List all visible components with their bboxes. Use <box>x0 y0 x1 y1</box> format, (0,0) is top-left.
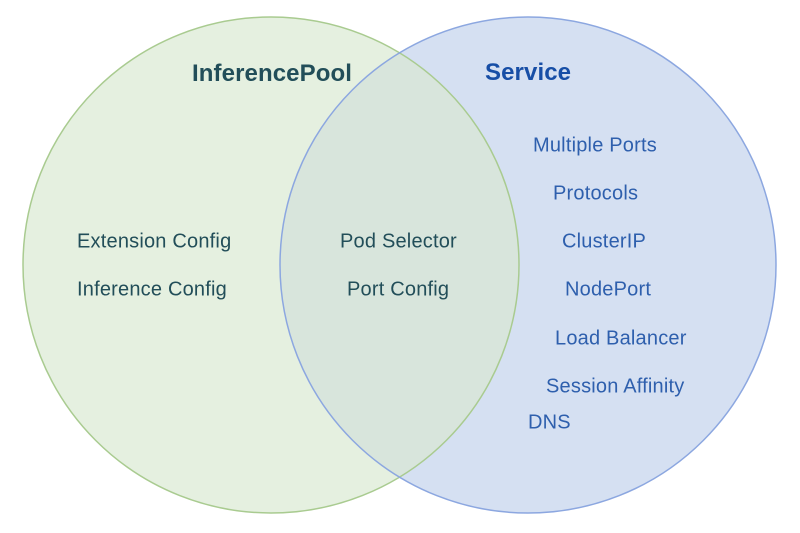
service-item: Load Balancer <box>555 327 687 350</box>
overlap-region <box>280 52 519 478</box>
overlap-item: Pod Selector <box>340 230 457 253</box>
overlap-item: Port Config <box>347 278 450 301</box>
service-item: DNS <box>528 411 571 434</box>
service-item: NodePort <box>565 278 652 301</box>
service-title: Service <box>485 59 572 86</box>
service-item: ClusterIP <box>562 230 647 253</box>
inferencepool-item: Extension Config <box>77 230 232 253</box>
service-item: Session Affinity <box>546 375 685 398</box>
inferencepool-circle-outline <box>22 16 520 514</box>
service-item: Multiple Ports <box>533 134 657 157</box>
inferencepool-item: Inference Config <box>77 278 227 301</box>
service-circle-outline <box>279 16 777 514</box>
inferencepool-title: InferencePool <box>192 60 353 87</box>
service-item: Protocols <box>553 182 639 205</box>
